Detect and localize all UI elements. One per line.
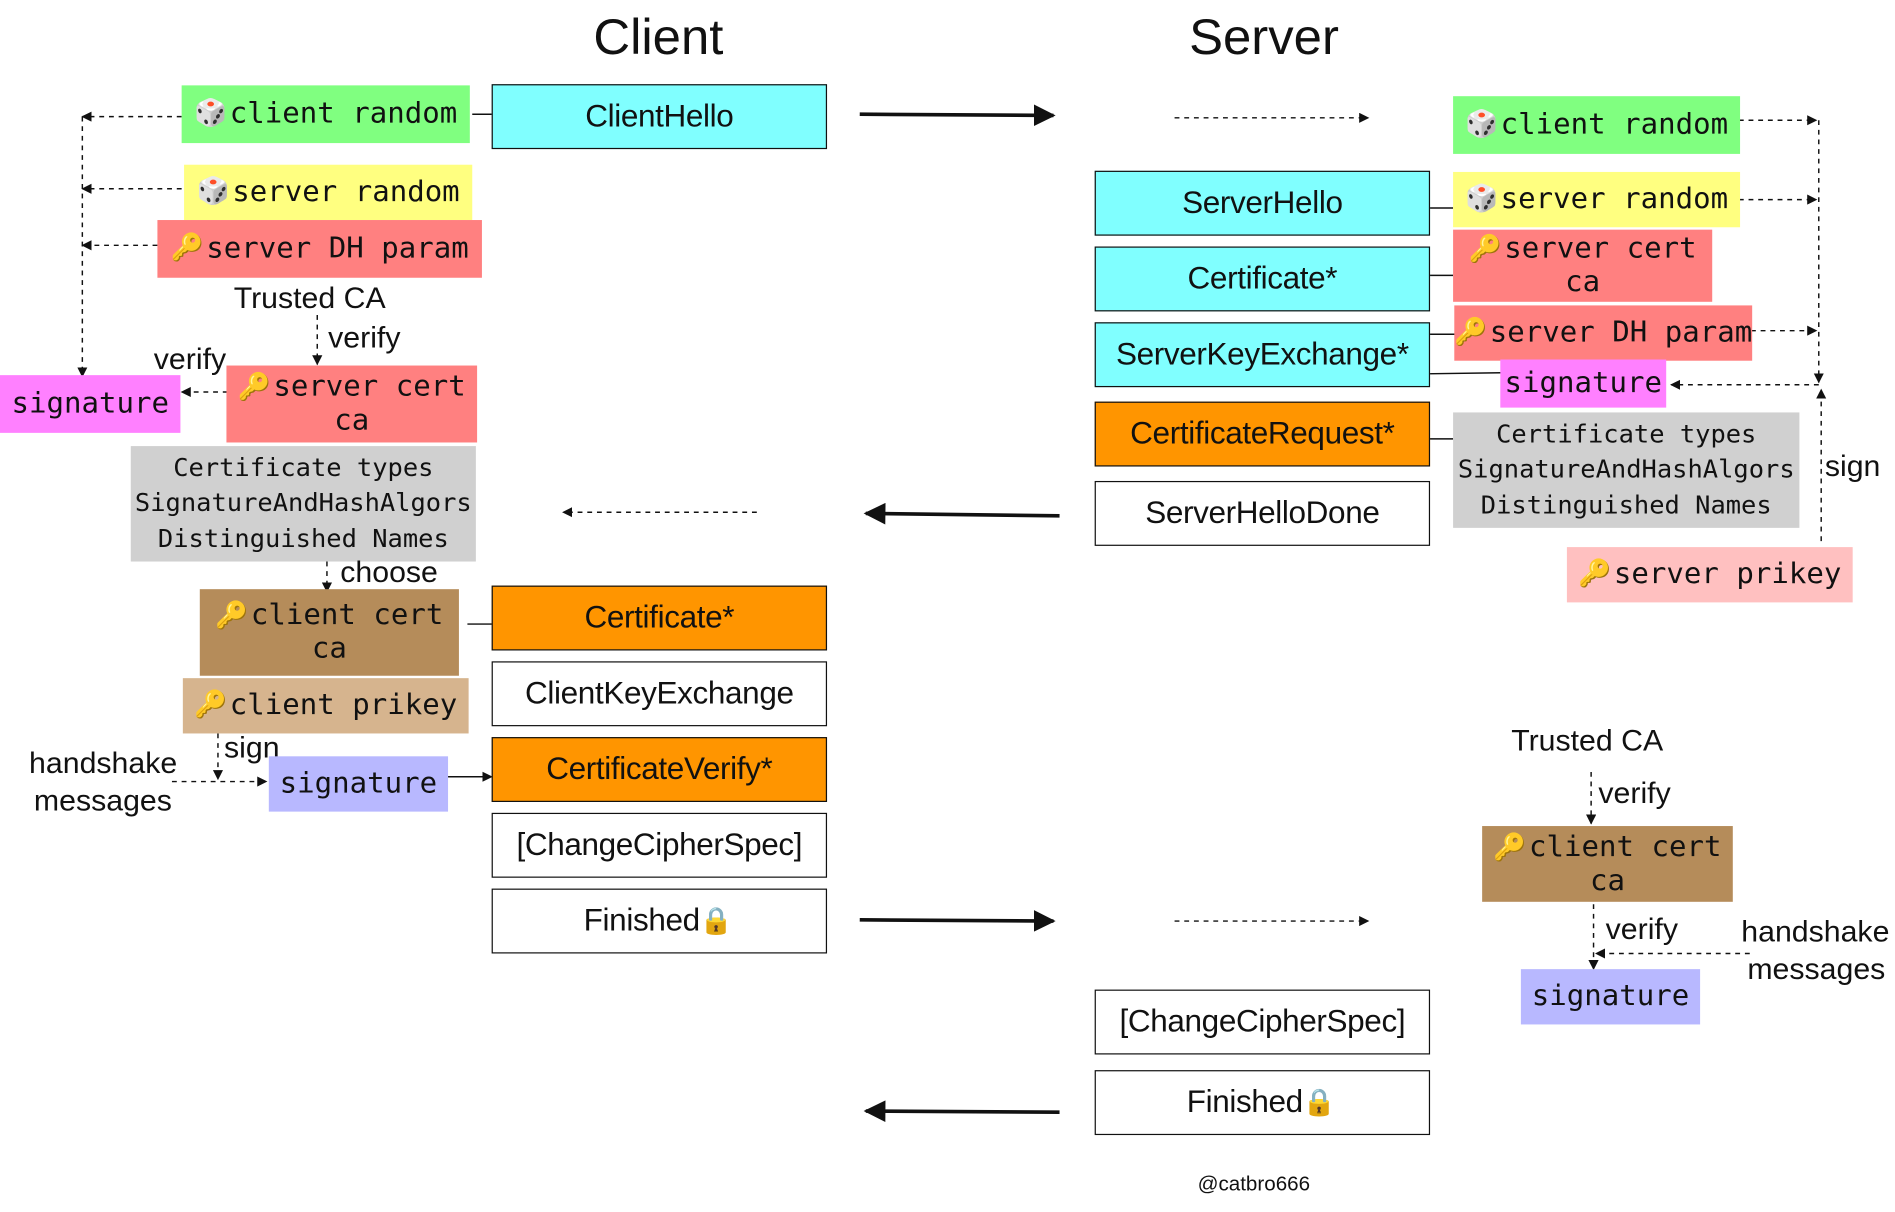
client-side-client-signature: signature — [268, 756, 449, 812]
key-icon: 🔑 — [237, 373, 271, 404]
flow-arrow-client-finished — [859, 910, 1056, 932]
lock-icon: 🔒 — [699, 905, 733, 936]
server-side-server-dh-param: 🔑server DH param — [1454, 305, 1752, 361]
certificate-verify-message: CertificateVerify* — [491, 737, 828, 803]
server-side-server-signature: signature — [1500, 359, 1667, 408]
lock-icon: 🔒 — [1302, 1087, 1336, 1118]
client-side-client-cert: 🔑client cert ca — [199, 589, 459, 676]
key-icon: 🔑 — [1493, 833, 1527, 864]
client-verify-signature-label: verify — [153, 342, 227, 377]
author-credit: @catbro666 — [1197, 1172, 1311, 1196]
client-header: Client — [593, 8, 724, 65]
key-icon: 🔑 — [215, 601, 249, 632]
client-side-client-prikey: 🔑client prikey — [182, 678, 469, 734]
client-choose-label: choose — [340, 555, 438, 590]
dice-icon: 🎲 — [1465, 184, 1499, 215]
certificate-request-message: CertificateRequest* — [1094, 401, 1431, 467]
server-trusted-ca-label: Trusted CA — [1511, 723, 1664, 758]
client-side-server-random: 🎲server random — [184, 164, 473, 221]
client-finished-message: Finished🔒 — [491, 888, 828, 954]
server-messages-label: messages — [1747, 952, 1886, 986]
server-side-server-cert: 🔑server cert ca — [1453, 229, 1713, 302]
client-hello-message: ClientHello — [491, 84, 828, 150]
server-side-server-prikey: 🔑server prikey — [1566, 547, 1853, 603]
server-hello-done-message: ServerHelloDone — [1094, 480, 1431, 546]
client-change-cipher-spec-message: [ChangeCipherSpec] — [491, 812, 828, 878]
client-messages-label: messages — [33, 783, 172, 818]
server-certificate-message: Certificate* — [1094, 246, 1431, 312]
dice-icon: 🎲 — [196, 177, 230, 208]
client-trusted-ca-label: Trusted CA — [233, 281, 386, 316]
flow-arrow-client-hello — [859, 104, 1056, 127]
flow-arrow-server-hello — [863, 502, 1060, 525]
client-side-server-signature: signature — [0, 375, 181, 433]
dice-icon: 🎲 — [1465, 109, 1499, 140]
server-change-cipher-spec-message: [ChangeCipherSpec] — [1094, 989, 1431, 1055]
server-verify-ca-label: verify — [1598, 776, 1671, 811]
server-finished-message: Finished🔒 — [1094, 1070, 1431, 1136]
server-sign-label: sign — [1824, 449, 1881, 484]
key-icon: 🔑 — [194, 690, 228, 721]
client-side-client-random: 🎲client random — [181, 85, 470, 144]
key-icon: 🔑 — [170, 233, 204, 264]
key-icon: 🔑 — [1468, 234, 1502, 266]
client-certificate-message: Certificate* — [491, 585, 828, 651]
client-key-exchange-message: ClientKeyExchange — [491, 661, 828, 727]
key-icon: 🔑 — [1578, 559, 1612, 590]
server-side-server-random: 🎲server random — [1453, 171, 1741, 228]
client-side-cert-request-params: Certificate types SignatureAndHashAlgors… — [130, 446, 476, 562]
client-side-server-dh-param: 🔑server DH param — [157, 220, 482, 278]
flow-arrow-server-finished — [863, 1100, 1060, 1122]
server-side-client-random: 🎲client random — [1453, 96, 1741, 154]
dice-icon: 🎲 — [194, 99, 228, 130]
server-side-cert-request-params: Certificate types SignatureAndHashAlgors… — [1453, 412, 1800, 528]
server-key-exchange-message: ServerKeyExchange* — [1094, 322, 1431, 388]
client-handshake-label: handshake — [29, 746, 178, 781]
client-side-server-cert: 🔑server cert ca — [226, 365, 478, 443]
server-header: Server — [1189, 8, 1339, 65]
server-hello-message: ServerHello — [1094, 170, 1431, 236]
key-icon: 🔑 — [1454, 317, 1488, 348]
server-verify-signature-label: verify — [1605, 912, 1678, 947]
server-side-client-signature: signature — [1520, 969, 1701, 1025]
client-verify-ca-label: verify — [328, 321, 401, 355]
server-side-client-cert: 🔑client cert ca — [1482, 826, 1733, 902]
server-handshake-label: handshake — [1741, 915, 1890, 949]
